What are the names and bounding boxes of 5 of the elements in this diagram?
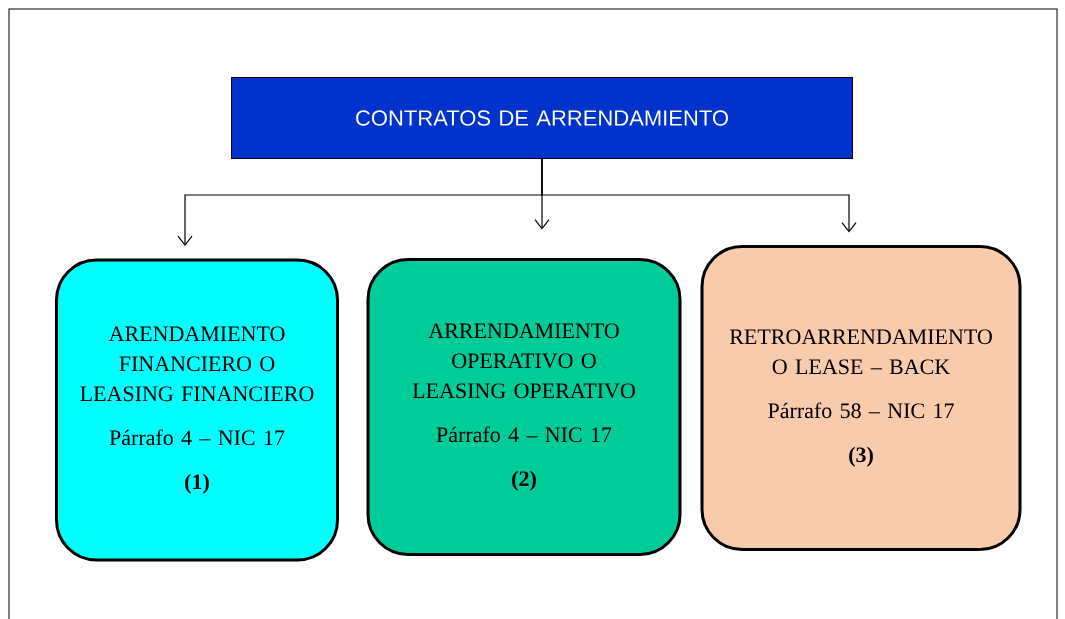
title-box: CONTRATOS DE ARRENDAMIENTO [231, 77, 853, 159]
category-box: ARRENDAMIENTO OPERATIVO O LEASING OPERATIVO Párrafo 4 – NIC 17 (2) [366, 258, 682, 556]
category-box: ARENDAMIENTO FINANCIERO O LEASING FINANCIERO Párrafo 4 – NIC 17 (1) [55, 258, 339, 562]
category-box: RETROARRENDAMIENTO O LEASE – BACK Párrafo 58 – NIC 17 (3) [700, 245, 1022, 551]
arrow [541, 158, 857, 233]
